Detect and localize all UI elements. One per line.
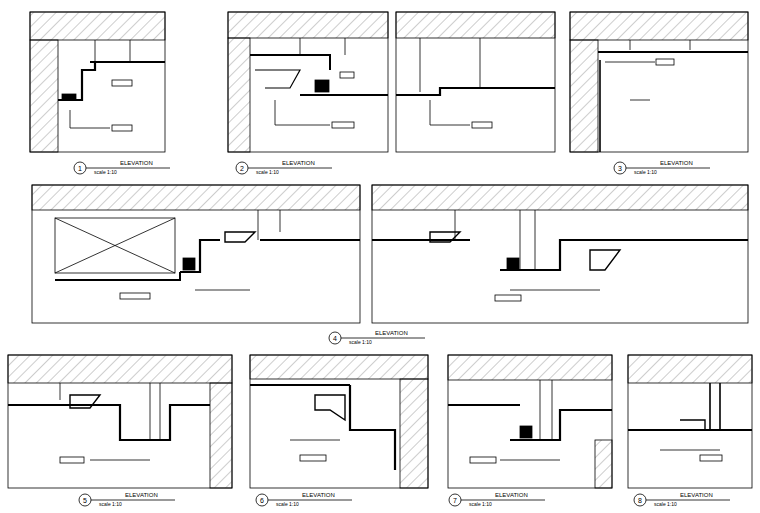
scale-note: scale 1:10 [276,502,299,507]
view-title: ELEVATION [302,492,335,498]
view-title: ELEVATION [125,492,158,498]
scale-note: scale 1:10 [99,502,122,507]
callout-number: 6 [260,497,264,504]
callout-number: 7 [453,497,457,504]
view-title: ELEVATION [660,160,693,166]
scale-note: scale 1:10 [469,502,492,507]
callout-number: 1 [78,165,82,172]
callout-number: 3 [618,165,622,172]
callout-number: 2 [240,165,244,172]
scale-note: scale 1:10 [634,170,657,175]
view-title: ELEVATION [120,160,153,166]
callout-number: 8 [638,497,642,504]
scale-note: scale 1:10 [94,170,117,175]
view-title: ELEVATION [495,492,528,498]
scale-note: scale 1:10 [256,170,279,175]
view-title: ELEVATION [282,160,315,166]
callout-number: 5 [83,497,87,504]
callout-number: 4 [333,335,337,342]
scale-note: scale 1:10 [654,502,677,507]
view-title: ELEVATION [375,330,408,336]
scale-note: scale 1:10 [349,340,372,345]
view-title: ELEVATION [680,492,713,498]
